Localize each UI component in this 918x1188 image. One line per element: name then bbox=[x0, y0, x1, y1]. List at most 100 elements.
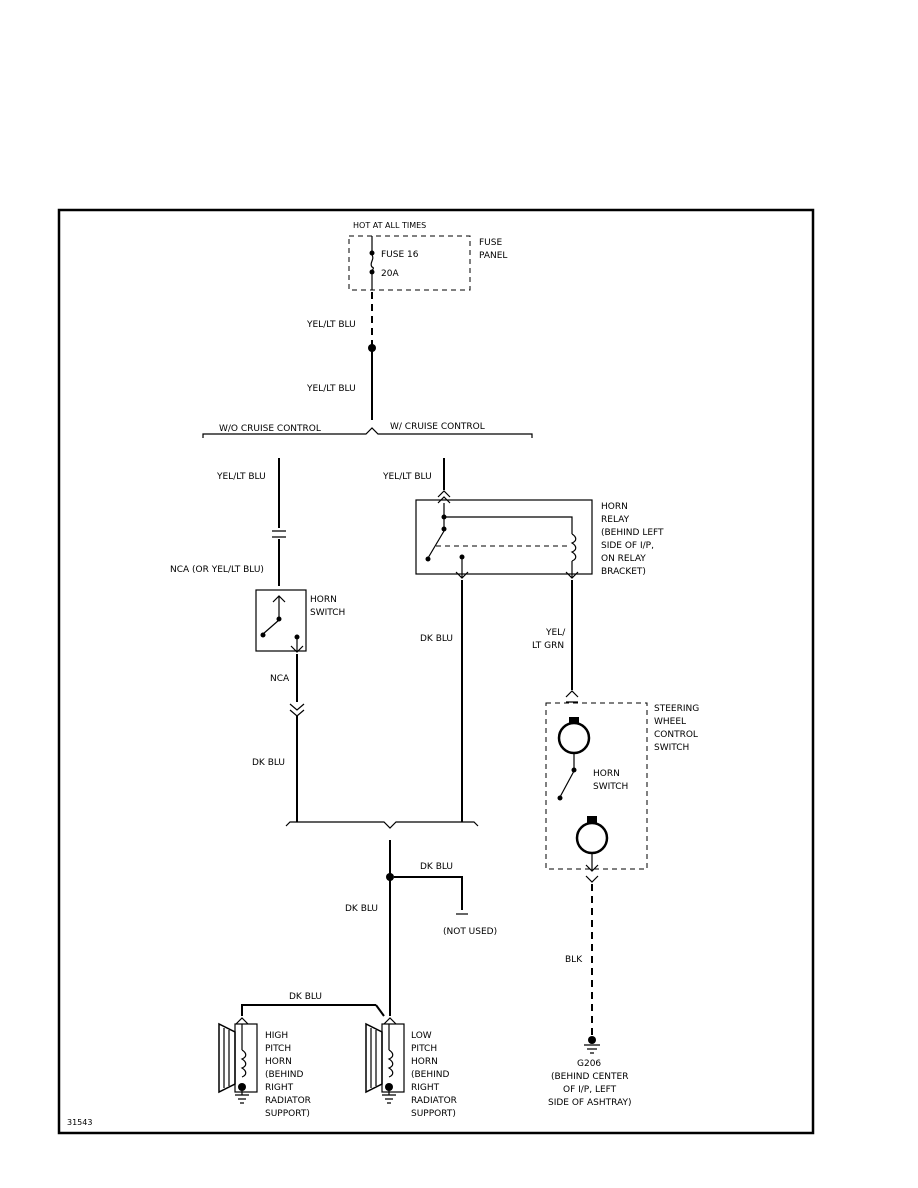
low-horn-label-2: PITCH bbox=[411, 1044, 437, 1054]
high-horn-body bbox=[234, 1023, 258, 1093]
wire-label-top-1: YEL/LT BLU bbox=[306, 320, 356, 330]
low-horn-ground-dot bbox=[385, 1083, 393, 1091]
high-horn-connector bbox=[235, 1017, 249, 1025]
steering-switch-box bbox=[545, 702, 648, 870]
horn-switch-contact-b bbox=[260, 632, 266, 638]
relay-contact-a bbox=[441, 526, 447, 532]
low-horn-ground-symbol bbox=[382, 1091, 396, 1104]
steering-input-connector bbox=[565, 690, 579, 703]
steering-horn-switch-label-1: HORN bbox=[593, 769, 620, 779]
clockspring-top bbox=[557, 721, 591, 755]
relay-input-connector bbox=[437, 490, 451, 504]
low-horn-connector bbox=[383, 1017, 397, 1025]
fuse-symbol bbox=[370, 254, 374, 272]
clockspring-bottom-terminal bbox=[587, 816, 597, 824]
relay-coil bbox=[570, 533, 577, 562]
low-horn-bell-lines bbox=[370, 1028, 377, 1088]
high-horn-label-7: SUPPORT) bbox=[265, 1109, 310, 1119]
wire-label-dk-blu-not-used: DK BLU bbox=[420, 862, 453, 872]
low-horn-label-5: RIGHT bbox=[411, 1083, 440, 1093]
wire-label-dk-blu-horns: DK BLU bbox=[289, 992, 322, 1002]
low-horn-feed-jog bbox=[375, 1004, 385, 1017]
low-horn-label-3: HORN bbox=[411, 1057, 438, 1067]
ground-g206-dot bbox=[588, 1036, 596, 1044]
horn-switch-contact-c bbox=[294, 634, 300, 640]
diagram-frame bbox=[57, 208, 815, 1135]
wire-label-top-2: YEL/LT BLU bbox=[306, 384, 356, 394]
horn-switch-box bbox=[255, 589, 307, 652]
steering-switch-contact-b bbox=[557, 795, 563, 801]
top-wire-splice bbox=[368, 344, 376, 352]
wire-label-dk-blu-left: DK BLU bbox=[252, 758, 285, 768]
low-horn-label-6: RADIATOR bbox=[411, 1096, 457, 1106]
not-used-branch-wire bbox=[394, 876, 463, 910]
horn-relay-label-4: SIDE OF I/P, bbox=[601, 541, 654, 551]
fuse-terminal-bottom bbox=[369, 269, 375, 275]
high-horn-ground-symbol bbox=[235, 1091, 249, 1104]
low-horn-label-1: LOW bbox=[411, 1031, 432, 1041]
low-horn-label-7: SUPPORT) bbox=[411, 1109, 456, 1119]
high-horn-ground-dot bbox=[238, 1083, 246, 1091]
low-horn-bell bbox=[365, 1022, 383, 1094]
horn-relay-box bbox=[415, 499, 593, 575]
g206-label-3: OF I/P, LEFT bbox=[563, 1085, 617, 1095]
g206-label-4: SIDE OF ASHTRAY) bbox=[548, 1098, 631, 1108]
wire-label-dk-blu-main: DK BLU bbox=[345, 904, 378, 914]
fuse-panel-label-2: PANEL bbox=[479, 251, 507, 261]
high-horn-coil bbox=[240, 1049, 247, 1078]
fuse-panel-box bbox=[348, 235, 471, 291]
g206-label-1: G206 bbox=[577, 1059, 601, 1069]
horn-relay-label-2: RELAY bbox=[601, 515, 630, 525]
left-connector-c2 bbox=[289, 703, 305, 717]
wire-label-yel-lt-grn-1: YEL/ bbox=[545, 628, 566, 638]
steering-label-1: STEERING bbox=[654, 704, 699, 714]
steering-switch-blade bbox=[559, 770, 575, 798]
ground-g206-symbol bbox=[584, 1044, 600, 1054]
steering-horn-switch-label-2: SWITCH bbox=[593, 782, 628, 792]
g206-label-2: (BEHIND CENTER bbox=[551, 1072, 628, 1082]
fuse-name-label: FUSE 16 bbox=[381, 250, 419, 260]
diagram-id: 31543 bbox=[67, 1118, 92, 1127]
relay-contact-b bbox=[425, 556, 431, 562]
steering-label-4: SWITCH bbox=[654, 743, 689, 753]
horn-relay-label-6: BRACKET) bbox=[601, 567, 646, 577]
wire-label-right-branch: YEL/LT BLU bbox=[382, 472, 432, 482]
main-splice bbox=[386, 873, 394, 881]
horn-relay-label-5: ON RELAY bbox=[601, 554, 646, 564]
relay-armature bbox=[427, 530, 445, 559]
high-horn-bell-lines bbox=[223, 1028, 230, 1088]
steering-switch-contact-a bbox=[571, 767, 577, 773]
w-cruise-label: W/ CRUISE CONTROL bbox=[390, 422, 485, 432]
steering-label-3: CONTROL bbox=[654, 730, 698, 740]
steering-label-2: WHEEL bbox=[654, 717, 686, 727]
clockspring-bottom bbox=[575, 821, 609, 855]
wire-label-yel-lt-grn-2: LT GRN bbox=[532, 641, 564, 651]
relay-contact-c bbox=[459, 554, 465, 560]
horn-relay-label-1: HORN bbox=[601, 502, 628, 512]
option-brace bbox=[202, 427, 533, 438]
clockspring-top-terminal bbox=[569, 717, 579, 725]
wire-label-blk: BLK bbox=[565, 955, 583, 965]
fuse-rating-label: 20A bbox=[381, 269, 399, 279]
hot-at-all-times-label: HOT AT ALL TIMES bbox=[353, 221, 426, 230]
high-horn-label-4: (BEHIND bbox=[265, 1070, 304, 1080]
relay-output-connector bbox=[455, 559, 469, 579]
fuse-terminal-top bbox=[369, 250, 375, 256]
high-horn-label-6: RADIATOR bbox=[265, 1096, 311, 1106]
low-horn-body bbox=[381, 1023, 405, 1093]
horn-relay-label-3: (BEHIND LEFT bbox=[601, 528, 664, 538]
horn-switch-label-1: HORN bbox=[310, 595, 337, 605]
wo-cruise-label: W/O CRUISE CONTROL bbox=[219, 424, 321, 434]
relay-coil-feed bbox=[444, 516, 573, 534]
not-used-label: (NOT USED) bbox=[443, 927, 497, 937]
ground-wire-connector bbox=[585, 875, 599, 883]
high-horn-label-2: PITCH bbox=[265, 1044, 291, 1054]
horn-switch-input-connector bbox=[272, 595, 286, 618]
low-horn-coil bbox=[387, 1049, 394, 1078]
relay-coil-connector bbox=[565, 571, 579, 579]
horn-switch-contact-a bbox=[276, 616, 282, 622]
high-horn-feed-wire bbox=[241, 1004, 376, 1016]
wire-label-dk-blu-relay: DK BLU bbox=[420, 634, 453, 644]
high-horn-bell bbox=[218, 1022, 236, 1094]
